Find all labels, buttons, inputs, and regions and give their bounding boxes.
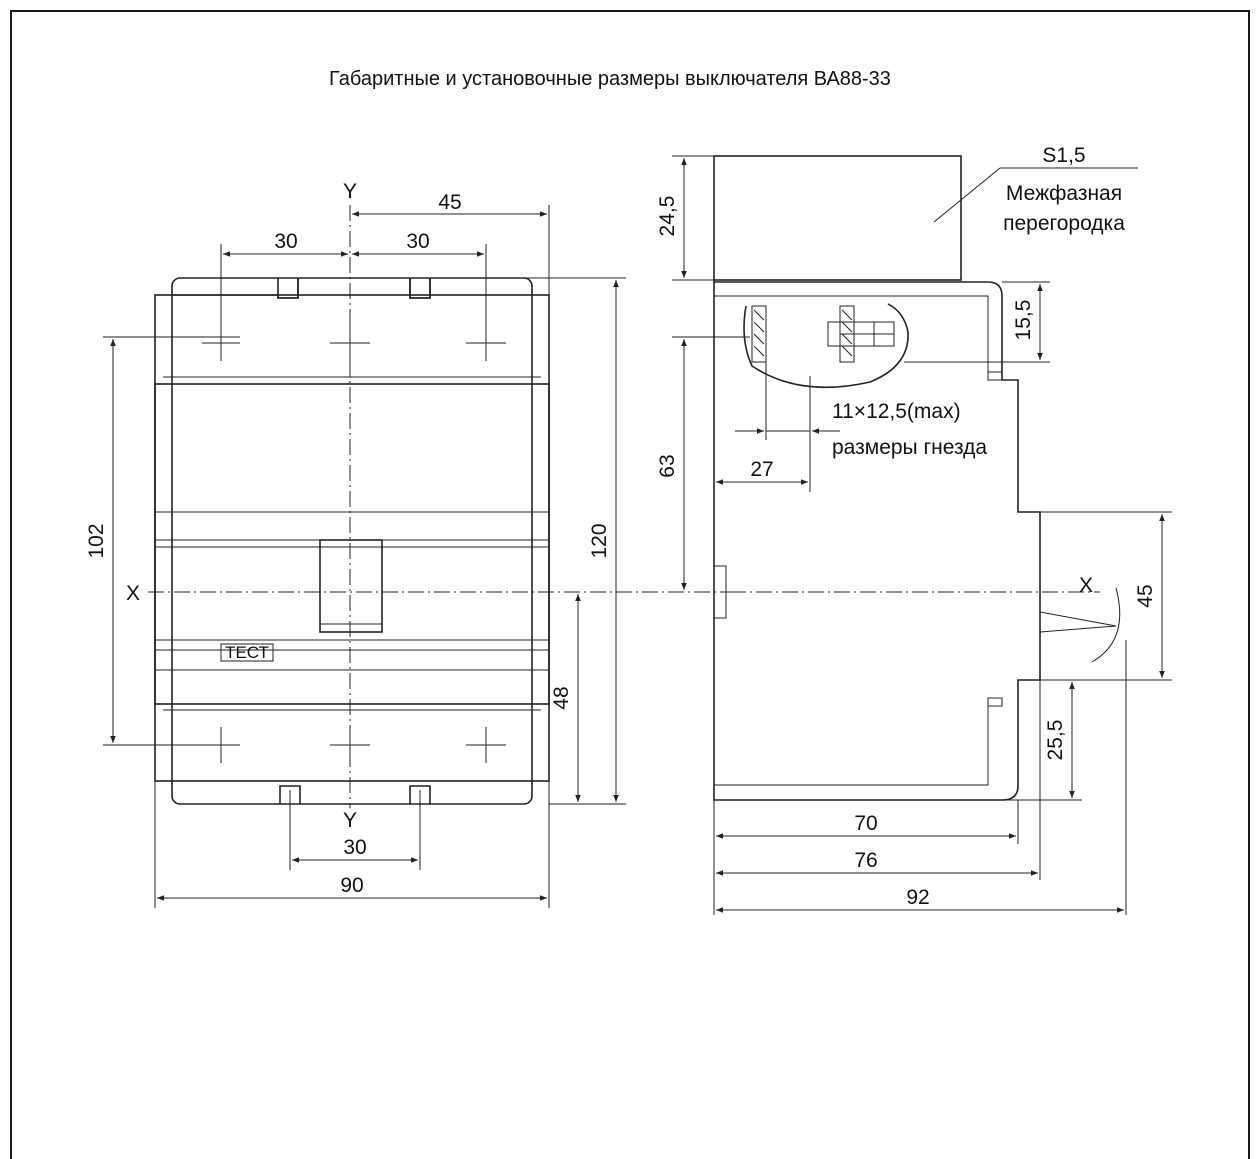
x-axis-right-label: X [1079,574,1093,597]
breaker-handle [319,539,383,633]
dim-92-label: 92 [906,886,929,909]
dim-24-5-label: 24,5 [656,196,679,237]
dim-30-right-label: 30 [406,230,429,253]
bottom-notch-slots [279,785,431,804]
x-axis-left-label: X [126,582,140,605]
drawing-title: Габаритные и установочные размеры выключ… [329,68,891,90]
y-axis-bottom-label: Y [343,809,357,832]
dim-30-bottom-label: 30 [343,836,366,859]
front-middle-housing [154,383,550,705]
test-label: ТЕСТ [225,643,269,662]
side-body-outline [713,280,1041,801]
dim-70-label: 70 [854,812,877,835]
dim-90-label: 90 [340,874,363,897]
front-view: ТЕСТ Y Y X 45 30 30 102 120 48 [85,180,730,908]
dim-76-label: 76 [854,849,877,872]
dim-25-5-label: 25,5 [1044,720,1067,761]
partition-code: S1,5 [1042,144,1085,167]
y-axis-top-label: Y [343,180,357,203]
socket-cutaway [743,303,909,389]
drawing-frame [10,10,1250,1159]
dim-48-label: 48 [550,686,573,709]
top-notch-slots [277,278,431,299]
dim-45-label: 45 [438,191,461,214]
partition-line2: перегородка [1003,212,1125,235]
side-view: X 24,5 15,5 63 11×12,5(max) размеры гнез… [656,144,1172,915]
dim-120-label: 120 [588,523,611,558]
front-body-outline [171,277,533,805]
socket-size-label: 11×12,5(max) [832,400,961,423]
top-terminal-marks [202,325,506,361]
front-body-back [154,294,550,782]
dim-102-label: 102 [85,523,108,558]
dim-63-label: 63 [656,454,679,477]
partition-line1: Межфазная [1006,182,1122,205]
dim-30-left-label: 30 [274,230,297,253]
dim-15-5-label: 15,5 [1012,300,1035,341]
bottom-terminal-marks [202,727,506,763]
phase-partition [713,155,962,281]
dim-45-side-label: 45 [1134,584,1157,607]
dim-27-label: 27 [750,458,773,481]
test-button [220,643,274,662]
socket-caption: размеры гнезда [832,436,987,459]
